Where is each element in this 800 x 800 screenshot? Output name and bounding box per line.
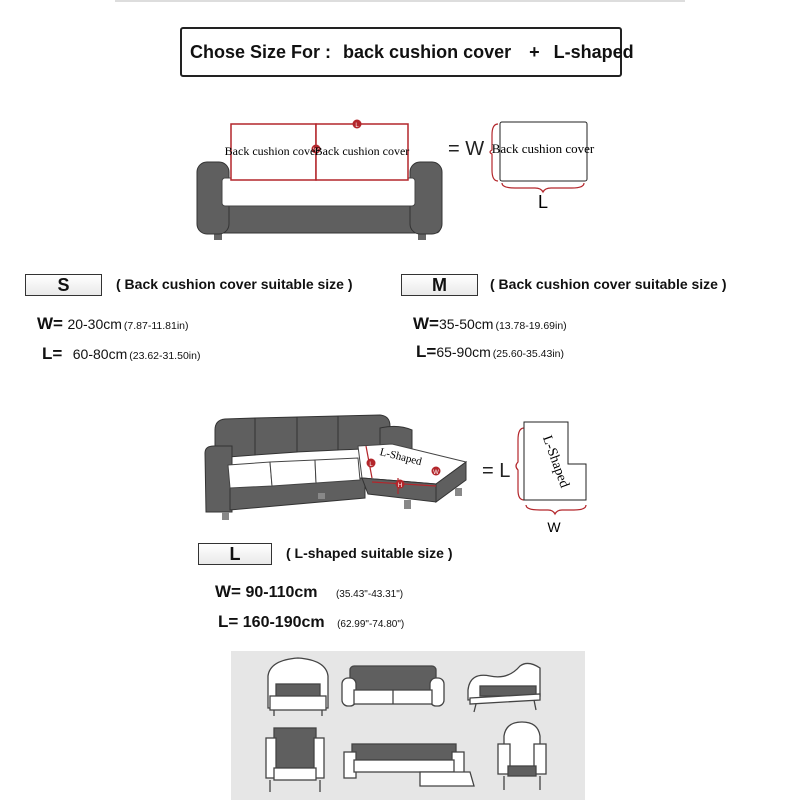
size-s-w-value: 20-30cm: [67, 316, 122, 332]
header-plus: +: [529, 41, 540, 62]
detail-w-label: W: [547, 519, 561, 535]
size-l-badge: L: [198, 543, 272, 565]
header-prefix: Chose Size For :: [190, 41, 332, 62]
detail-label-back: Back cushion cover: [492, 141, 595, 156]
size-l-note: ( L-shaped suitable size ): [286, 545, 453, 561]
top-divider: [115, 0, 685, 2]
size-s-l-inch: (23.62-31.50in): [129, 350, 201, 362]
tub-chair-icon: [267, 657, 329, 716]
size-l-width: W= 90-110cm (35.43"-43.31"): [215, 582, 403, 602]
equals-w: = W: [448, 138, 485, 160]
size-l-l-inch: (62.99"-74.80"): [337, 619, 405, 630]
size-l-w-label: W=: [215, 582, 241, 601]
sectional-sofa-icon: [343, 743, 475, 787]
loveseat-icon: [341, 665, 445, 707]
size-s-l-value: 60-80cm: [72, 346, 128, 362]
size-m-badge: M: [401, 274, 478, 296]
size-s-badge: S: [25, 274, 102, 296]
marker-w-chaise: W: [433, 470, 439, 476]
size-l-length: L= 160-190cm (62.99"-74.80"): [218, 612, 404, 632]
cushion-label-right: Back cushion cover: [315, 144, 410, 158]
equals-l: = L: [482, 460, 511, 482]
size-m-l-inch: (25.60-35.43in): [492, 348, 564, 360]
size-m-w-value: 35-50cm: [438, 316, 494, 332]
header-item-back-cushion: back cushion cover: [343, 41, 512, 62]
size-l-l-value: 160-190cm: [242, 614, 325, 631]
marker-l-back: L: [355, 123, 359, 129]
size-header-box: Chose Size For : back cushion cover + L-…: [180, 27, 634, 77]
marker-h-chaise: H: [398, 483, 402, 489]
size-m-l-label: L=: [416, 342, 437, 361]
size-m-length: L=65-90cm(25.60-35.43in): [416, 342, 564, 362]
detail-l-label: L: [538, 192, 548, 212]
wingback-chair-icon: [497, 721, 547, 790]
marker-w-back: W: [313, 148, 319, 154]
size-m-w-inch: (13.78-19.69in): [495, 320, 567, 332]
size-s-w-label: W=: [37, 314, 63, 333]
size-s-length: L= 60-80cm(23.62-31.50in): [42, 344, 200, 364]
size-m-note: ( Back cushion cover suitable size ): [490, 276, 727, 292]
size-s-w-inch: (7.87-11.81in): [123, 320, 189, 332]
cushion-label-left: Back cushion cover: [225, 144, 320, 158]
size-m-w-label: W=: [413, 314, 439, 333]
size-m-width: W=35-50cm(13.78-19.69in): [413, 314, 567, 334]
size-s-note: ( Back cushion cover suitable size ): [116, 276, 353, 292]
size-m-l-value: 65-90cm: [436, 344, 491, 360]
size-l-w-inch: (35.43"-43.31"): [335, 589, 404, 600]
size-s-width: W= 20-30cm(7.87-11.81in): [37, 314, 189, 334]
armchair-icon: [265, 727, 325, 792]
size-l-w-value: 90-110cm: [245, 584, 318, 601]
marker-l-chaise: L: [369, 462, 373, 468]
size-l-l-label: L=: [218, 612, 239, 631]
chaise-longue-icon: [467, 662, 541, 713]
size-s-l-label: L=: [42, 344, 63, 363]
header-item-l-shaped: L-shaped: [553, 41, 634, 62]
